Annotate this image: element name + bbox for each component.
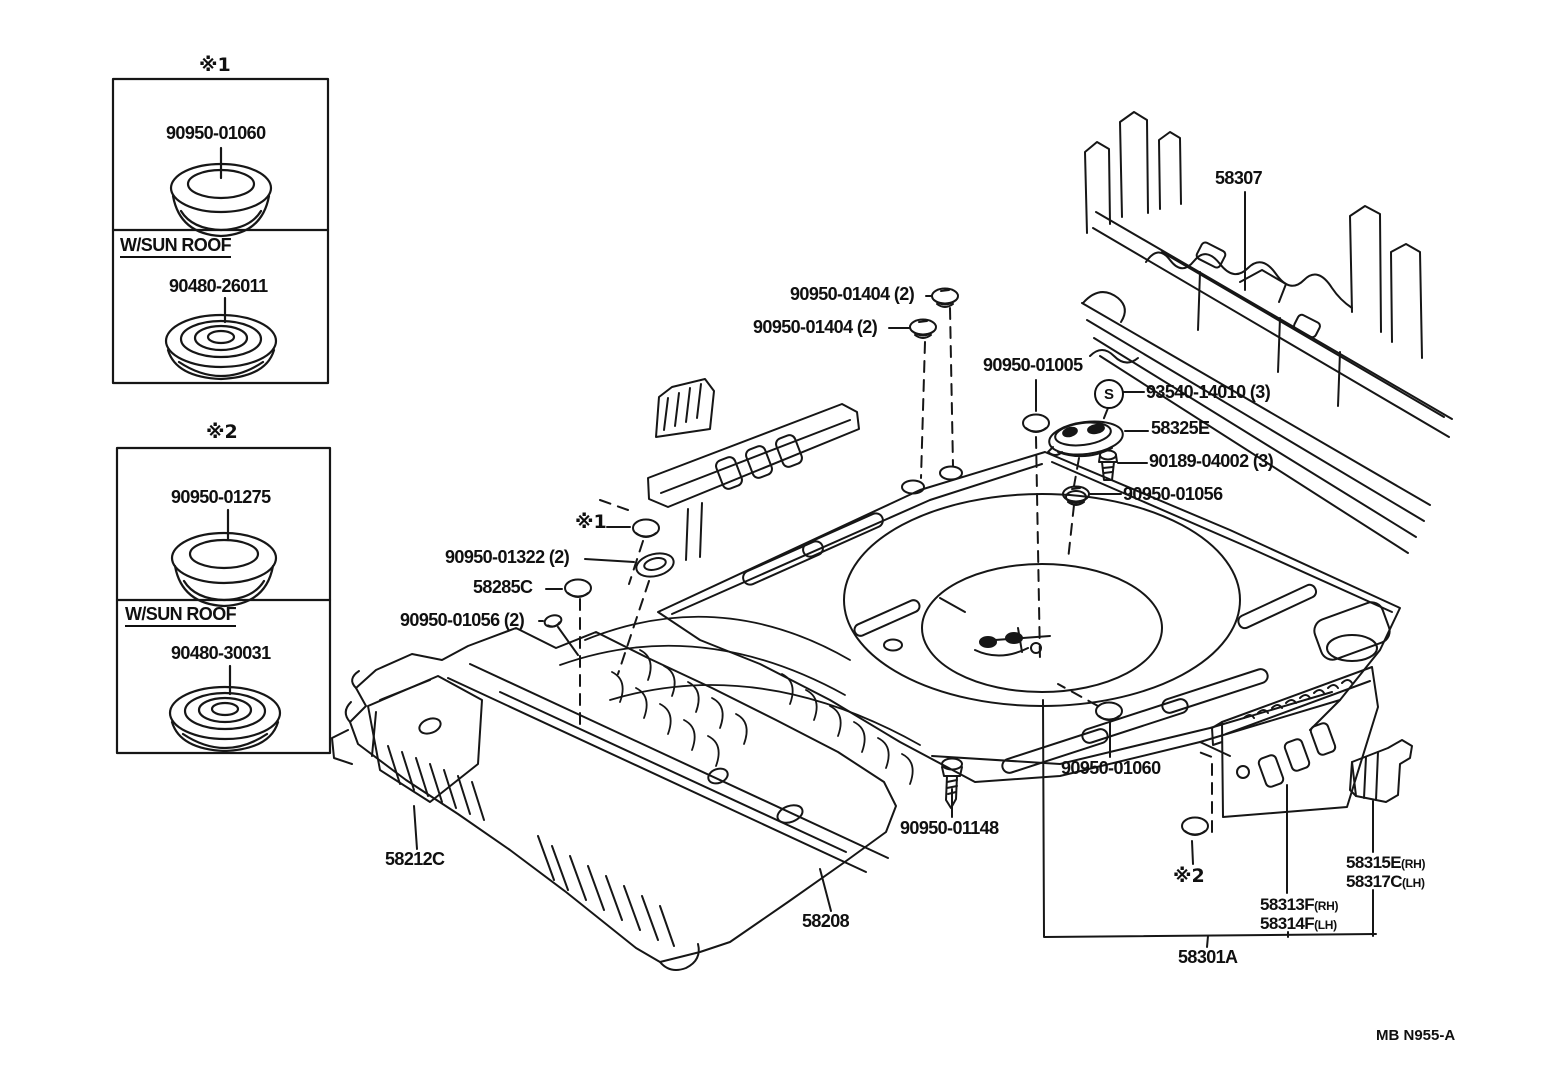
side-member-inner-lh-side: (LH) [1314, 918, 1337, 932]
part-number-side-member-inner: 58313F(RH) 58314F(LH) [1260, 896, 1338, 934]
side-member-outer-lh-side: (LH) [1401, 876, 1425, 890]
part-number-screw-front: 90950-01148 [900, 818, 999, 838]
part-number-plug-small: 90950-01005 [983, 355, 1083, 375]
screw-symbol: S [1094, 379, 1124, 409]
side-member-clip-art [1349, 739, 1413, 803]
cross-member-art [647, 378, 860, 561]
part-number-rear-body-panel: 58307 [1215, 168, 1263, 188]
detail-box-1-frame [111, 77, 330, 385]
part-number-hole-plug: 58285C [473, 577, 533, 597]
side-member-outer-rh-row: 58315E(RH) [1346, 854, 1425, 873]
part-number-bolt: 90189-04002 (3) [1149, 451, 1274, 471]
rear-floor-pan-art [657, 451, 1401, 783]
variant-label-box2: W/SUN ROOF [125, 604, 237, 627]
ref-mark-bracket: ※2 [1173, 865, 1205, 887]
part-number-grommet-box1: 90480-26011 [169, 276, 268, 296]
side-member-outer-rh-side: (RH) [1401, 857, 1426, 871]
side-member-inner-lh-number: 58314F [1260, 914, 1315, 933]
part-number-rear-floor-assembly: 58301A [1178, 947, 1238, 967]
dashed-assembly-lines [579, 307, 1213, 833]
fastener-icons [542, 287, 1210, 837]
variant-label-box1: W/SUN ROOF [120, 235, 232, 258]
part-number-plug-pair: 90950-01056 (2) [400, 610, 525, 630]
front-floor-pan-art [331, 627, 897, 971]
side-member-outer-lh-number: 58317C [1346, 872, 1403, 891]
part-number-grommet-oval: 90950-01322 (2) [445, 547, 570, 567]
rear-body-panel-art [1081, 111, 1453, 554]
part-number-floor-side-end-panel: 58212C [385, 849, 445, 869]
side-member-inner-rh-side: (RH) [1314, 899, 1339, 913]
variant-text-box2: W/SUN ROOF [125, 604, 237, 627]
side-member-outer-rh-number: 58315E [1346, 853, 1402, 872]
part-number-grommet-box2: 90480-30031 [171, 643, 271, 663]
screw-symbol-letter: S [1103, 385, 1114, 403]
part-number-plug-rear: 90950-01060 [1061, 758, 1161, 778]
leader-lines [413, 191, 1377, 948]
ref-mark-box2: ※2 [206, 421, 238, 443]
side-member-outer-lh-row: 58317C(LH) [1346, 873, 1425, 892]
side-member-inner-lh-row: 58314F(LH) [1260, 915, 1338, 934]
side-member-inner-rh-row: 58313F(RH) [1260, 896, 1338, 915]
part-number-grommet-right: 90950-01056 [1123, 484, 1223, 504]
part-number-grommet-upper: 90950-01404 (2) [790, 284, 915, 304]
part-number-screw-set: 93540-14010 (3) [1146, 382, 1271, 402]
detail-box-2-frame [115, 446, 332, 755]
part-number-plug-box1: 90950-01060 [166, 123, 266, 143]
part-number-side-member-outer: 58315E(RH) 58317C(LH) [1346, 854, 1425, 892]
drawing-code: MB N955-A [1376, 1027, 1456, 1044]
part-number-grommet-lower: 90950-01404 (2) [753, 317, 878, 337]
ref-mark-box1: ※1 [199, 54, 231, 76]
floor-rib-texture [559, 615, 921, 785]
part-number-plug-box2: 90950-01275 [171, 487, 271, 507]
part-number-front-floor-pan: 58208 [802, 911, 850, 931]
part-number-service-hole-cover: 58325E [1151, 418, 1210, 438]
variant-text-box1: W/SUN ROOF [120, 235, 232, 258]
ref-mark-floor: ※1 [575, 511, 607, 533]
side-member-inner-rh-number: 58313F [1260, 895, 1315, 914]
